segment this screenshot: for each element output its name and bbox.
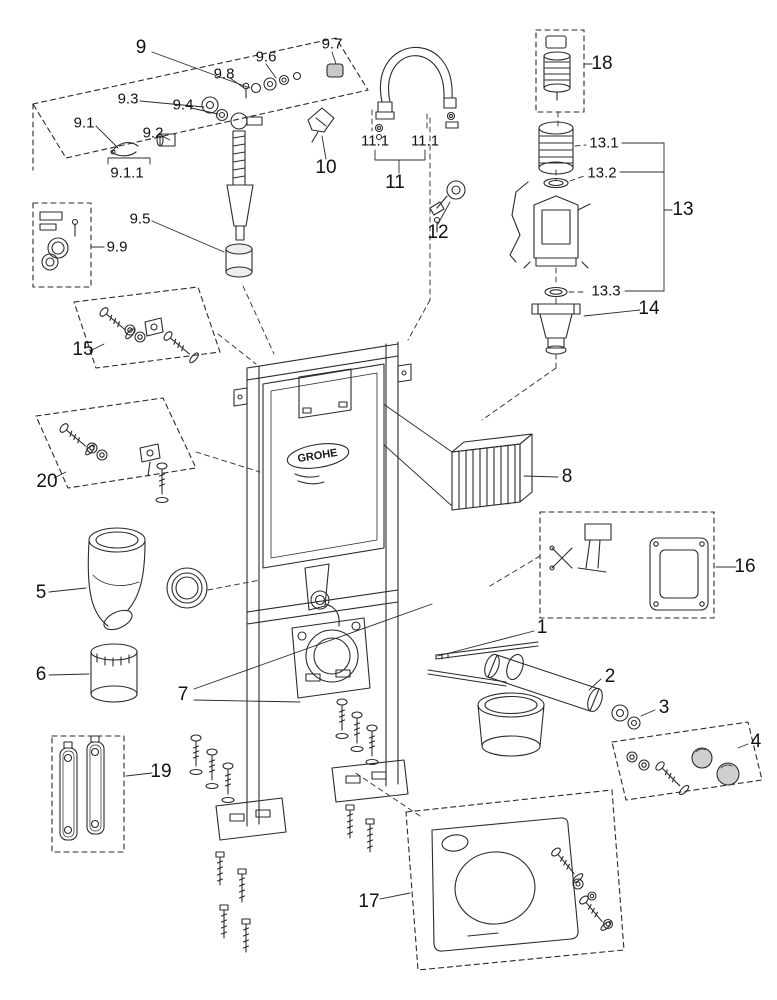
part-4-cap-set	[626, 747, 740, 797]
part-5-elbow	[87, 527, 208, 631]
part-label-9: 9	[135, 37, 147, 58]
part-label-16: 16	[734, 556, 756, 577]
leader-lines	[48, 51, 749, 900]
part-20-bracket-set	[57, 420, 169, 504]
part-label-9-6: 9.6	[255, 48, 277, 66]
part-label-13-1: 13.1	[589, 134, 619, 152]
part-label-9-3: 9.3	[117, 90, 139, 108]
part-label-9-1-1: 9.1.1	[110, 164, 144, 182]
part-label-9-8: 9.8	[213, 65, 235, 83]
part-label-11-1-b: 11.1	[410, 132, 440, 150]
part-label-13-3: 13.3	[591, 282, 621, 300]
part-label-15: 15	[72, 339, 94, 360]
part-label-9-4: 9.4	[172, 96, 194, 114]
construction-lines	[195, 109, 588, 817]
part-label-5: 5	[35, 582, 47, 603]
part-13-flush-valve	[509, 121, 591, 298]
part-label-9-9: 9.9	[106, 238, 128, 256]
part-label-1: 1	[536, 617, 548, 638]
part-9-fill-valve	[110, 63, 344, 241]
part-label-6: 6	[35, 664, 47, 685]
frame-rails	[233, 341, 412, 827]
part-label-2: 2	[604, 666, 616, 687]
part-label-3: 3	[658, 697, 670, 718]
part-label-20: 20	[36, 471, 58, 492]
part-3-seal-rings	[611, 704, 641, 730]
part-14-valve-seat	[531, 303, 581, 355]
part-19-straps	[59, 735, 105, 841]
part-label-10: 10	[315, 157, 337, 178]
part-label-9-1: 9.1	[73, 114, 95, 132]
part-6-cuff	[90, 643, 138, 703]
part-label-8: 8	[561, 466, 573, 487]
part-label-11-1-a: 11.1	[360, 132, 390, 150]
part-label-9-5: 9.5	[129, 210, 151, 228]
part-label-4: 4	[750, 731, 762, 752]
part-16-cover-plate-kit	[549, 523, 709, 611]
part-label-9-2: 9.2	[142, 124, 164, 142]
part-label-11: 11	[385, 172, 405, 193]
group-outlines	[32, 29, 763, 971]
part-12-valve	[429, 180, 466, 233]
cistern	[262, 363, 385, 569]
part-10-bracket	[307, 107, 335, 143]
part-label-12: 12	[427, 222, 449, 243]
part-1-2-flush-pipes	[427, 641, 603, 757]
flush-bend	[304, 563, 340, 627]
part-label-7: 7	[177, 684, 189, 705]
part-label-13-2: 13.2	[587, 164, 617, 182]
part-9-9-seal-kit	[39, 211, 79, 271]
part-label-14: 14	[638, 298, 660, 319]
part-label-17: 17	[358, 891, 380, 912]
part-label-9-7: 9.7	[321, 35, 343, 53]
mounting-plate	[291, 617, 371, 699]
part-label-18: 18	[591, 53, 613, 74]
part-label-19: 19	[150, 761, 172, 782]
part-18-cartridge	[543, 35, 571, 101]
frame-feet	[215, 759, 409, 841]
part-8-protection-box	[451, 433, 533, 511]
part-9-5-sleeve	[225, 243, 253, 278]
part-15-bracket-set	[97, 304, 201, 365]
part-11-hose	[374, 46, 459, 141]
part-label-13: 13	[672, 199, 694, 220]
part-17-insulation-set	[431, 817, 614, 952]
